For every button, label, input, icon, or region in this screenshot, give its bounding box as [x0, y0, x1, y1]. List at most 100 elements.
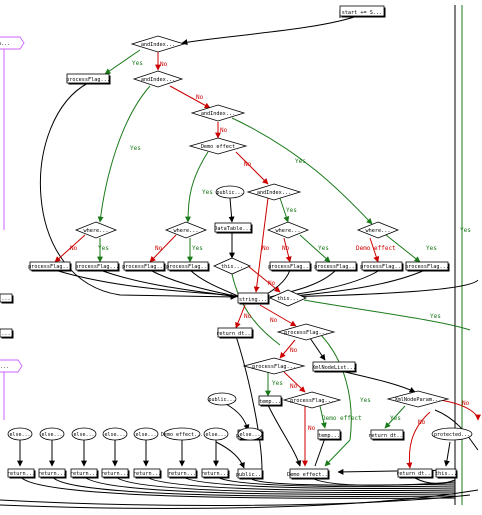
start-node-e6[interactable]: Demo effect... — [161, 427, 203, 441]
start-node-e4[interactable]: else... — [102, 427, 128, 441]
process-box-ret4[interactable]: return... — [101, 468, 130, 479]
start-node-e9[interactable]: protected... — [431, 427, 473, 441]
edge — [51, 475, 456, 497]
decision-d11[interactable]: this... — [269, 289, 307, 307]
start-node-e7[interactable]: else... — [203, 427, 229, 441]
ellipse-shape — [207, 392, 237, 406]
process-box-ret7[interactable]: return... — [201, 468, 230, 479]
edge-label-yes: Yes — [430, 313, 441, 320]
process-box-public-box2[interactable]: public... — [236, 468, 264, 480]
box-frame — [214, 222, 252, 233]
process-box-left-box1[interactable]: ... — [0, 293, 14, 304]
box-frame — [370, 429, 404, 440]
decision-d7[interactable]: where... — [164, 221, 208, 239]
process-box-pf-top[interactable]: processFlag... — [66, 73, 111, 85]
process-box-ret6[interactable]: return... — [167, 468, 198, 479]
process-box-left-box2[interactable]: ... — [0, 328, 14, 339]
edge-label-no: No — [268, 280, 276, 287]
side-node-label: each... — [0, 41, 10, 47]
box-frame — [435, 468, 457, 478]
process-box-string[interactable]: string... — [237, 292, 270, 305]
start-node-e2[interactable]: else... — [39, 427, 65, 441]
start-node-e3[interactable]: else... — [71, 427, 97, 441]
process-box-demo-effect-box[interactable]: Demo effect... — [287, 468, 331, 480]
decision-d10[interactable]: this... — [213, 257, 251, 275]
decision-label: where... — [276, 228, 301, 234]
decision-d3[interactable]: andIndex... — [190, 104, 246, 122]
start-node-e1[interactable]: else... — [7, 427, 33, 441]
side-node-s1[interactable]: each... — [0, 36, 25, 50]
decision-d2[interactable]: andIndex... — [132, 70, 184, 88]
decision-shape — [132, 70, 184, 88]
box-frame — [339, 5, 385, 17]
edge — [439, 399, 481, 421]
box-frame — [167, 468, 197, 478]
decision-d1[interactable]: andIndex... — [130, 35, 186, 53]
decision-d5[interactable]: andIndex... — [246, 183, 302, 201]
ellipse-label: else... — [135, 432, 156, 438]
process-box-pf2[interactable]: processFlag... — [75, 261, 120, 272]
edge — [149, 234, 177, 263]
edge-label-yes: Yes — [390, 415, 401, 422]
process-box-label: return... — [168, 471, 196, 477]
decision-d14[interactable]: processFlag... — [282, 391, 342, 409]
process-box-pf1[interactable]: processFlag... — [28, 261, 72, 272]
decision-shape — [188, 137, 248, 155]
decision-d4[interactable]: Demo effect — [188, 137, 248, 155]
process-box-this-box[interactable]: this... — [435, 468, 458, 479]
box-frame — [75, 261, 119, 271]
process-box-label: processFlag... — [75, 264, 119, 270]
process-box-datatable[interactable]: DataTable... — [214, 222, 253, 234]
process-box-label: return dt... — [368, 433, 405, 439]
side-node-shape — [0, 36, 25, 50]
decision-shape — [386, 390, 450, 408]
decision-shape — [269, 289, 307, 307]
edge — [83, 475, 456, 495]
process-box-pf5[interactable]: processFlag... — [268, 261, 312, 272]
side-node-label: ach... — [0, 364, 9, 370]
process-box-return-dt1[interactable]: return dt... — [216, 327, 254, 339]
decision-d12[interactable]: processFlag... — [276, 323, 336, 341]
process-box-pf4[interactable]: processFlag... — [166, 261, 210, 272]
edge — [235, 151, 269, 185]
edge — [231, 273, 281, 346]
process-box-return-dt2[interactable]: return dt... — [368, 429, 406, 441]
start-node-e-public1[interactable]: public... — [215, 185, 245, 199]
edge — [319, 405, 327, 429]
process-box-pf3[interactable]: processFlag... — [122, 261, 166, 272]
decision-shape — [246, 183, 302, 201]
side-node-s2[interactable]: ach... — [0, 359, 23, 373]
ellipse-shape — [237, 427, 263, 441]
process-box-ret5[interactable]: return... — [133, 468, 162, 479]
decision-label: processFlag... — [252, 364, 296, 370]
box-frame — [317, 429, 341, 440]
start-node-e-public2[interactable]: public... — [207, 392, 237, 406]
edge-label-yes: Yes — [460, 227, 471, 234]
process-box-ret3[interactable]: return... — [70, 468, 99, 479]
process-box-temp2[interactable]: temp... — [317, 429, 342, 441]
decision-d15[interactable]: XmlNodeParam... — [386, 390, 450, 408]
process-box-label: return dt... — [216, 331, 253, 337]
start-node-e8[interactable]: else... — [237, 427, 263, 441]
process-box-label: return... — [70, 471, 98, 477]
process-box-return-dt3[interactable]: return dt... — [396, 468, 434, 479]
process-box-pf7[interactable]: processFlag... — [360, 261, 404, 272]
start-node-e5[interactable]: else... — [133, 427, 159, 441]
process-box-ret2[interactable]: return... — [38, 468, 67, 479]
edge — [19, 475, 456, 499]
process-box-temp1[interactable]: temp... — [258, 395, 283, 407]
decision-d13[interactable]: processFlag... — [242, 357, 306, 375]
process-box-pf8[interactable]: processFlag... — [405, 261, 450, 272]
edge — [319, 333, 352, 441]
process-box-xmlnodelist[interactable]: XmlNodeList... — [312, 361, 357, 373]
decision-d8[interactable]: where... — [266, 221, 310, 239]
decision-label: andIndex... — [141, 42, 175, 48]
process-box-label: ... — [1, 296, 10, 302]
decision-d9[interactable]: where... — [356, 221, 400, 239]
process-box-pf6[interactable]: processFlag... — [314, 261, 358, 272]
process-box-label: Demo effect... — [287, 472, 331, 478]
process-box-start[interactable]: start += S... — [339, 5, 386, 18]
decision-shape — [276, 323, 336, 341]
process-box-ret1[interactable]: return... — [7, 468, 36, 479]
decision-d6[interactable]: where... — [74, 221, 118, 239]
